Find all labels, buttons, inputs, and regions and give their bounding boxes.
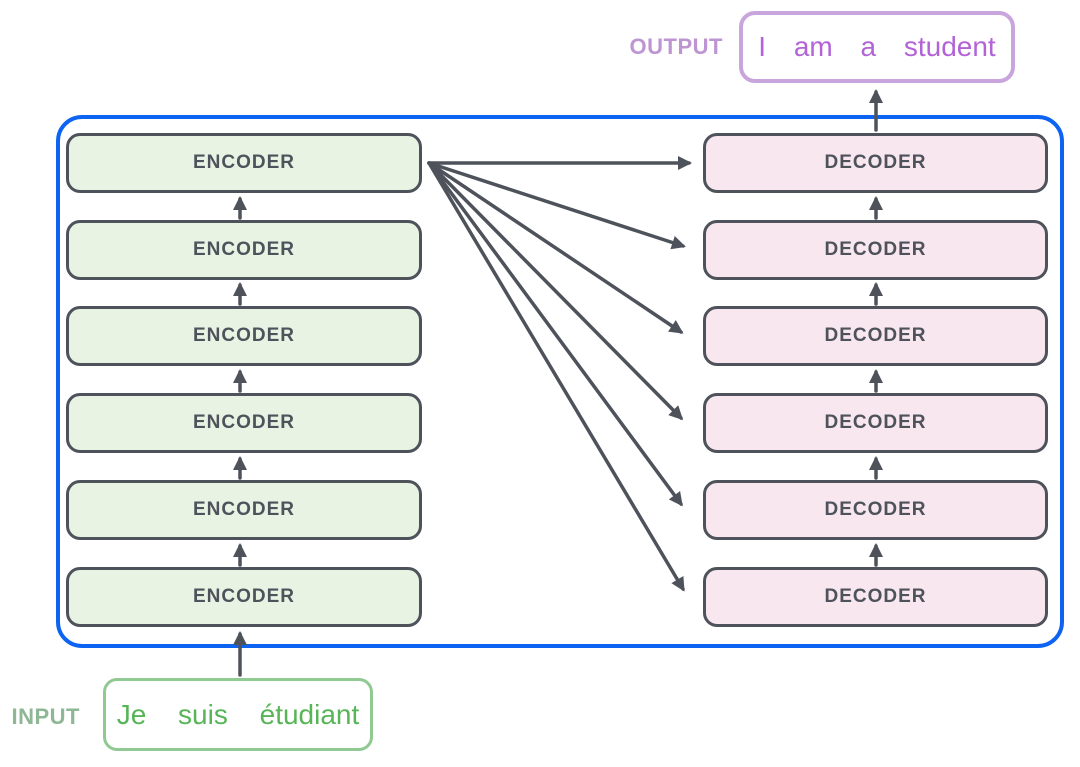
encoder-block: ENCODER [66,306,422,366]
encoder-block-label: ENCODER [192,152,295,173]
decoder-block-label: DECODER [824,499,927,520]
input-sentence-box: Je suis étudiant [103,678,373,751]
decoder-block: DECODER [703,567,1048,627]
output-label: OUTPUT [629,34,723,59]
decoder-block: DECODER [703,220,1048,280]
decoder-block-label: DECODER [824,239,927,260]
encoder-block: ENCODER [66,480,422,540]
encoder-block-label: ENCODER [192,412,295,433]
encoder-block: ENCODER [66,567,422,627]
encoder-block: ENCODER [66,393,422,453]
decoder-block-label: DECODER [824,412,927,433]
decoder-block: DECODER [703,133,1048,193]
input-label: INPUT [11,704,80,729]
encoder-block: ENCODER [66,220,422,280]
output-sentence-box: I am a student [739,11,1015,83]
decoder-block: DECODER [703,393,1048,453]
input-sentence-text: Je suis étudiant [116,698,360,730]
encoder-block-label: ENCODER [192,325,295,346]
encoder-block-label: ENCODER [192,239,295,260]
decoder-block: DECODER [703,480,1048,540]
encoder-block: ENCODER [66,133,422,193]
encoder-block-label: ENCODER [192,586,295,607]
decoder-block-label: DECODER [824,152,927,173]
transformer-stack-container [56,115,1064,648]
encoder-block-label: ENCODER [192,499,295,520]
decoder-block: DECODER [703,306,1048,366]
decoder-block-label: DECODER [824,586,927,607]
output-sentence-text: I am a student [758,31,996,62]
decoder-block-label: DECODER [824,325,927,346]
